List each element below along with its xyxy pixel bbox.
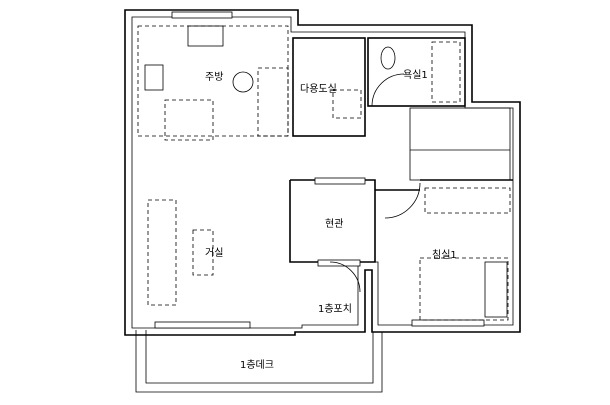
bedroom-furniture [329, 257, 509, 321]
room-label-bath: 욕실1 [403, 69, 428, 81]
living-furniture [147, 182, 421, 306]
room-label-utility: 다용도실 [300, 83, 337, 95]
room-label-kitchen: 주방 [205, 71, 223, 83]
stair [409, 107, 511, 214]
kitchen-fixtures [137, 25, 289, 141]
room-label-living: 거실 [205, 247, 223, 259]
bath-fixtures [332, 41, 461, 119]
windows [154, 11, 485, 329]
room-label-porch: 1층포치 [318, 303, 352, 315]
room-label-bedroom: 침실1 [432, 249, 457, 261]
room-label-entrance: 현관 [325, 218, 343, 230]
exterior-walls [124, 9, 521, 336]
deck-outline [135, 330, 383, 393]
room-label-deck: 1층데크 [240, 359, 274, 371]
